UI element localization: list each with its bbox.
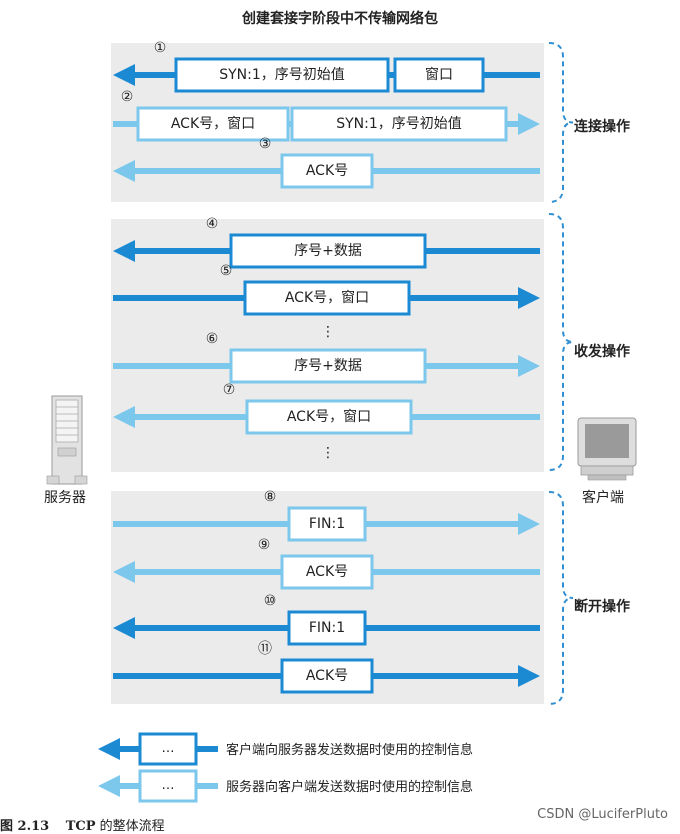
ellipsis-2: ⋮ — [321, 445, 335, 461]
server-label: 服务器 — [44, 490, 86, 506]
step-3-packet-label: ACK号 — [305, 163, 349, 179]
page-title: 创建套接字阶段中不传输网络包 — [242, 11, 438, 27]
caption-tcp: TCP — [65, 819, 96, 834]
step-9-packet-box — [280, 554, 374, 590]
step-1-packet-label: 窗口 — [425, 67, 453, 83]
server-icon — [46, 395, 88, 485]
figure-number: 图 2.13 — [0, 819, 50, 834]
ellipsis-1: ⋮ — [321, 324, 335, 340]
step-6-number: ⑥ — [205, 331, 219, 347]
step-4-number: ④ — [205, 216, 219, 232]
step-11-packet-label: ACK号 — [305, 668, 349, 684]
step-7-packet-label: ACK号，窗口 — [286, 409, 372, 425]
legend-box-label-2: … — [161, 778, 175, 793]
step-7-packet-box — [245, 399, 413, 435]
step-3-number: ③ — [258, 136, 272, 152]
step-2-packet-box — [136, 106, 290, 142]
step-8-number: ⑧ — [263, 489, 277, 505]
legend-box-label-1: … — [161, 741, 175, 756]
client-computer-icon — [577, 417, 637, 481]
step-5-number: ⑤ — [219, 263, 233, 279]
legend-text-2: 服务器向客户端发送数据时使用的控制信息 — [226, 780, 474, 795]
step-8-packet-label: FIN:1 — [308, 516, 346, 532]
caption-text: 的整体流程 — [99, 819, 165, 834]
step-1-packet-label: SYN:1，序号初始值 — [219, 67, 345, 83]
step-3-packet-box — [280, 153, 374, 189]
step-2-packet-label: SYN:1，序号初始值 — [336, 116, 462, 132]
step-2-number: ② — [120, 89, 134, 105]
step-10-packet-label: FIN:1 — [308, 620, 346, 636]
step-5-packet-box — [243, 280, 411, 316]
step-7-number: ⑦ — [222, 382, 236, 398]
step-11-number: ⑪ — [258, 641, 272, 657]
step-11-packet-box — [280, 658, 374, 694]
step-6-packet-box — [229, 348, 427, 384]
step-1-packet-box — [174, 57, 390, 93]
step-2-packet-label: ACK号，窗口 — [170, 116, 256, 132]
brace-transfer — [548, 213, 574, 471]
brace-connect — [548, 42, 574, 203]
step-6-packet-label: 序号+数据 — [294, 358, 362, 374]
step-1-packet-box — [393, 57, 485, 93]
legend-box-2 — [138, 769, 198, 803]
legend-box-1 — [138, 732, 198, 766]
step-9-number: ⑨ — [257, 537, 271, 553]
phase-label-close: 断开操作 — [574, 599, 630, 615]
step-8-packet-box — [287, 506, 367, 542]
legend-text-1: 客户端向服务器发送数据时使用的控制信息 — [226, 743, 474, 758]
step-2-packet-box — [290, 106, 508, 142]
watermark: CSDN @LuciferPluto — [537, 807, 668, 822]
client-label: 客户端 — [582, 490, 624, 506]
step-10-number: ⑩ — [263, 593, 277, 609]
step-5-packet-label: ACK号，窗口 — [284, 290, 370, 306]
step-9-packet-label: ACK号 — [305, 564, 349, 580]
step-4-packet-box — [229, 233, 427, 269]
step-4-packet-label: 序号+数据 — [294, 243, 362, 259]
figure-caption: 图 2.13 TCP 的整体流程 — [0, 815, 165, 834]
phase-label-transfer: 收发操作 — [574, 344, 630, 360]
step-10-packet-box — [287, 610, 367, 646]
step-1-number: ① — [153, 40, 167, 56]
phase-label-connect: 连接操作 — [574, 119, 630, 135]
brace-close — [548, 491, 574, 705]
